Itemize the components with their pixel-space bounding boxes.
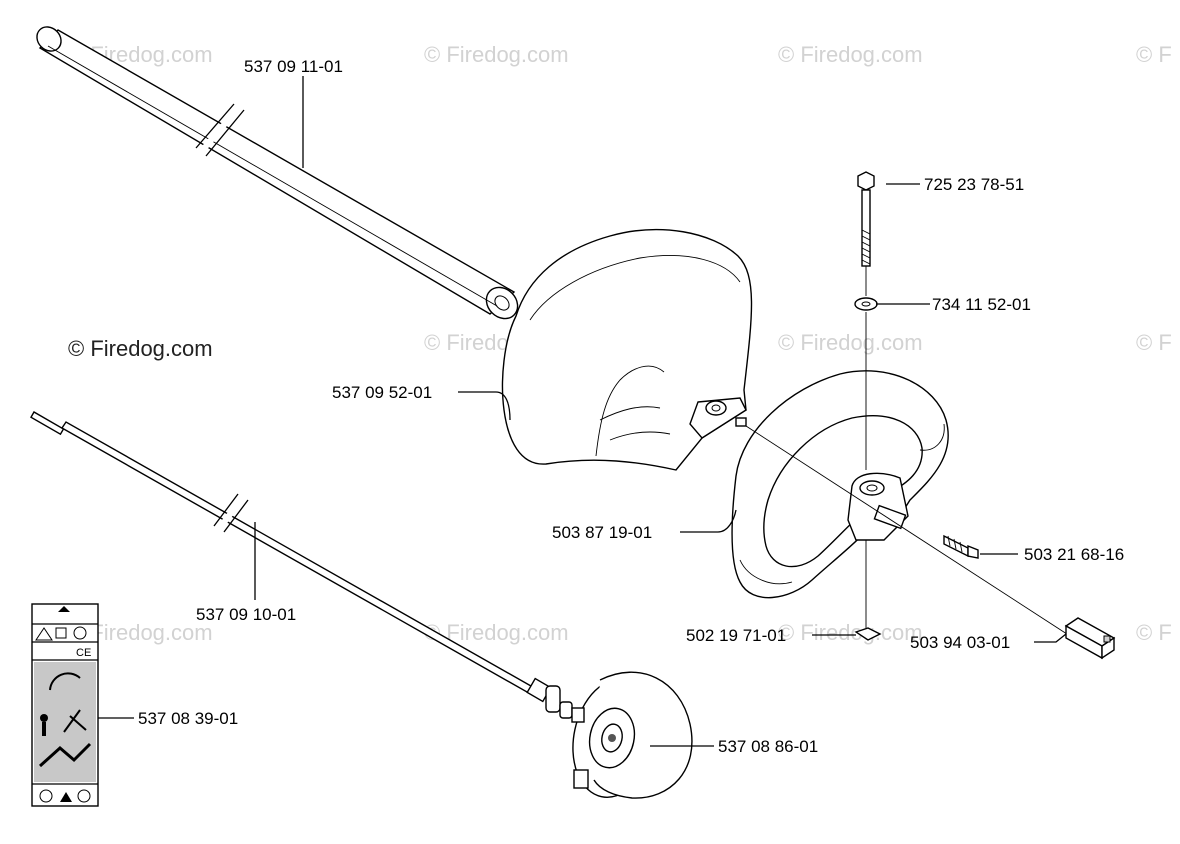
main-watermark: © Firedog.com [68, 336, 213, 361]
watermark: © F [1136, 620, 1172, 645]
watermark: © F [1136, 42, 1172, 67]
label-drive-shaft: 537 09 10-01 [196, 605, 296, 624]
label-shaft-tube: 537 09 11-01 [244, 57, 343, 76]
watermark: © Firedog.com [778, 620, 923, 645]
watermark: © Firedog.com [424, 42, 569, 67]
label-screw: 503 21 68-16 [1024, 545, 1124, 564]
handle [731, 370, 949, 599]
leader-lines [98, 76, 1067, 747]
decal-ce-mark: CE [76, 647, 91, 659]
washer [854, 297, 878, 628]
watermark: © Firedog.com [778, 42, 923, 67]
label-bolt: 725 23 78-51 [924, 175, 1024, 194]
decal: CE [31, 603, 99, 807]
label-drive-disc: 537 08 86-01 [718, 737, 818, 756]
label-decal: 537 08 39-01 [138, 709, 238, 728]
shaft-tube [36, 26, 519, 320]
label-handle: 503 87 19-01 [552, 523, 652, 542]
screw [943, 534, 979, 559]
nut-plate [854, 627, 882, 641]
label-washer: 734 11 52-01 [932, 295, 1031, 314]
label-guard: 537 09 52-01 [332, 383, 432, 402]
drive-shaft [30, 411, 573, 719]
watermark-layer: © Firedog.com © Firedog.com © Firedog.co… [68, 42, 1172, 645]
drive-disc [571, 671, 693, 799]
part-labels: 537 09 11-01 725 23 78-51 734 11 52-01 5… [138, 57, 1124, 756]
watermark: © Firedog.com [778, 330, 923, 355]
guard [501, 228, 753, 471]
watermark: © F [1136, 330, 1172, 355]
label-cable-clip: 503 94 03-01 [910, 633, 1010, 652]
label-nut-plate: 502 19 71-01 [686, 626, 786, 645]
cable-clip [1064, 617, 1116, 660]
bolt [857, 171, 875, 296]
